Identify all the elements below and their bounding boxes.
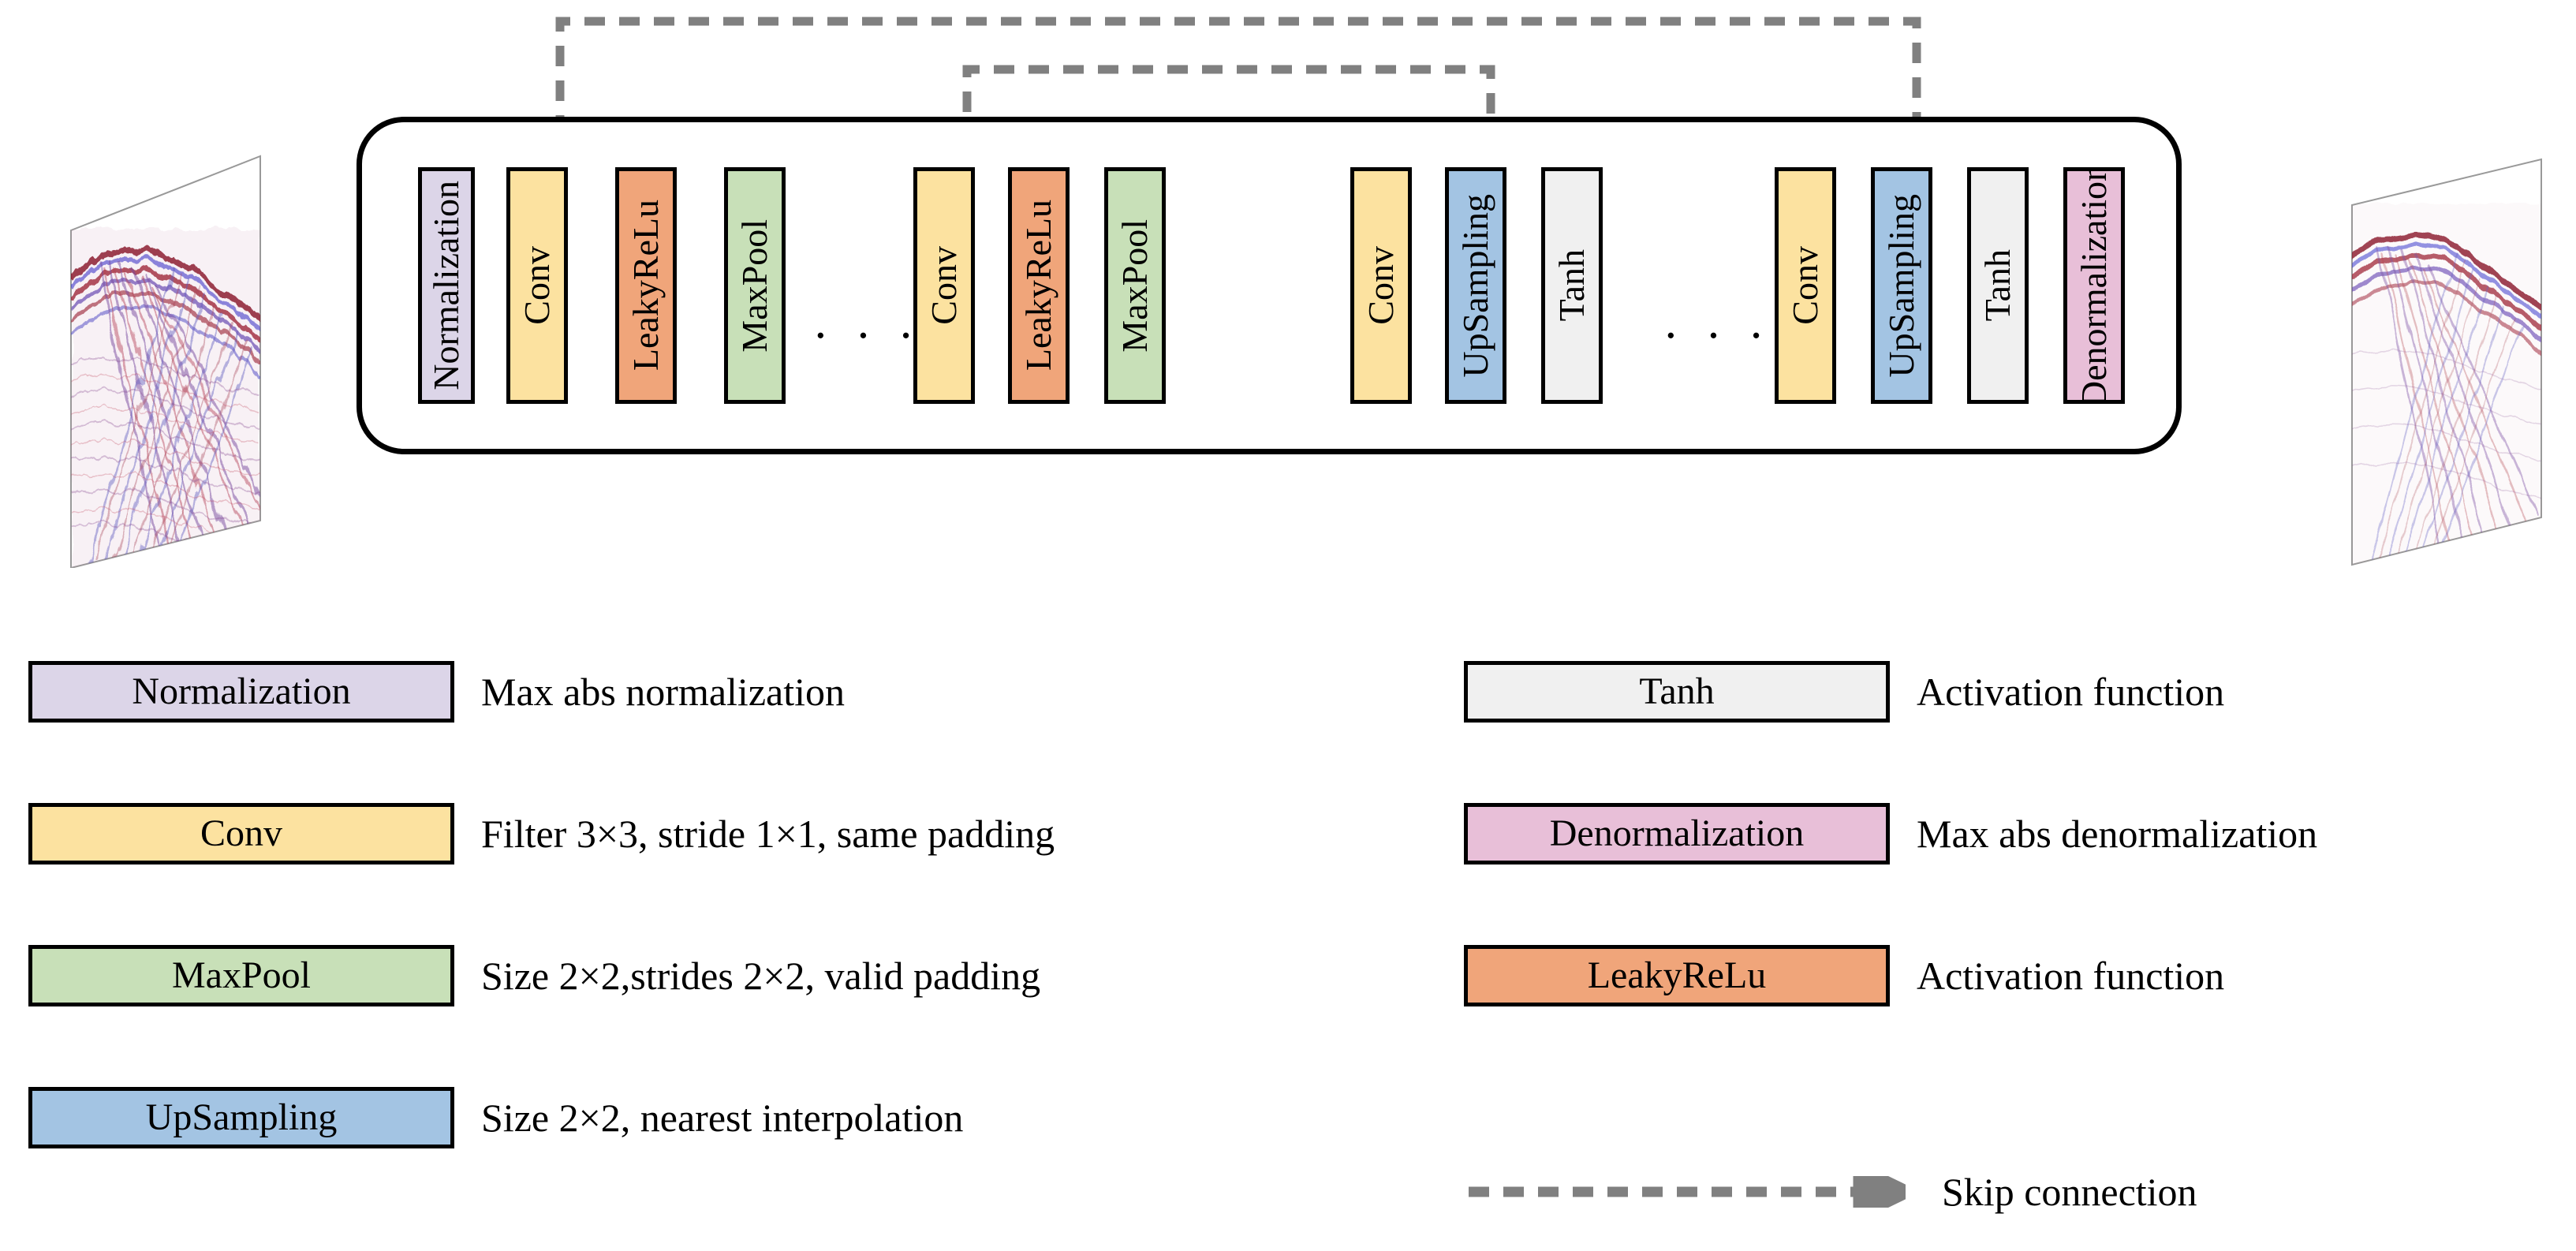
- input-seismic-section: [47, 126, 308, 568]
- layer-block-maxpool-2: MaxPool: [1104, 167, 1166, 404]
- legend-tanh-desc: Activation function: [1917, 670, 2225, 714]
- legend-skip-connection-desc: Skip connection: [1942, 1170, 2197, 1214]
- skip-connection-arrow-icon: [1469, 1176, 1906, 1208]
- layer-block-upsampling-2: UpSampling: [1871, 167, 1932, 404]
- legend-leakyrelu-swatch: LeakyReLu: [1464, 945, 1890, 1006]
- layer-block-label: LeakyReLu: [625, 200, 666, 372]
- legend-tanh-swatch: Tanh: [1464, 661, 1890, 723]
- layer-block-conv-4: Conv: [1775, 167, 1836, 404]
- legend-normalization-label: Normalization: [132, 670, 351, 712]
- legend-upsampling-row: UpSampling Size 2×2, nearest interpolatio…: [28, 1087, 963, 1148]
- layer-block-leakyrelu-1: LeakyReLu: [615, 167, 677, 404]
- layer-block-label: Tanh: [1551, 249, 1592, 322]
- layer-block-tanh-1: Tanh: [1541, 167, 1603, 404]
- legend-maxpool-row: MaxPool Size 2×2,strides 2×2, valid paddi…: [28, 945, 1040, 1006]
- legend-denormalization-desc: Max abs denormalization: [1917, 812, 2318, 856]
- layer-block-denormalization-1: Denormalization: [2063, 167, 2125, 404]
- layer-block-maxpool-1: MaxPool: [724, 167, 786, 404]
- layer-block-normalization-1: Normalization: [418, 167, 475, 404]
- legend-conv-desc: Filter 3×3, stride 1×1, same padding: [481, 812, 1055, 856]
- layer-block-label: Tanh: [1977, 249, 2018, 322]
- legend-normalization-desc: Max abs normalization: [481, 670, 845, 714]
- legend-conv-swatch: Conv: [28, 803, 454, 864]
- legend-leakyrelu-row: LeakyReLu Activation function: [1464, 945, 2224, 1006]
- layer-block-label: Conv: [924, 246, 964, 325]
- legend-denormalization-swatch: Denormalization: [1464, 803, 1890, 864]
- layer-block-upsampling-1: UpSampling: [1445, 167, 1506, 404]
- legend-upsampling-desc: Size 2×2, nearest interpolation: [481, 1096, 964, 1140]
- legend-leakyrelu-desc: Activation function: [1917, 954, 2225, 998]
- layer-block-label: LeakyReLu: [1018, 200, 1058, 372]
- layer-block-leakyrelu-2: LeakyReLu: [1008, 167, 1070, 404]
- layer-block-label: Conv: [1361, 246, 1401, 325]
- layer-block-conv-2: Conv: [913, 167, 975, 404]
- legend-maxpool-desc: Size 2×2,strides 2×2, valid padding: [481, 954, 1041, 998]
- legend-denormalization-row: Denormalization Max abs denormalization: [1464, 803, 2317, 864]
- layer-block-label: UpSampling: [1455, 193, 1495, 378]
- legend-maxpool-label: MaxPool: [171, 954, 311, 996]
- layer-block-label: Normalization: [426, 181, 466, 390]
- legend-normalization-swatch: Normalization: [28, 661, 454, 723]
- ellipsis-decoder-icon: · · ·: [1663, 309, 1771, 363]
- legend-normalization-row: Normalization Max abs normalization: [28, 661, 845, 723]
- legend-tanh-label: Tanh: [1639, 670, 1715, 712]
- legend-leakyrelu-label: LeakyReLu: [1587, 954, 1767, 996]
- layer-block-label: Denormalization: [2074, 167, 2114, 404]
- layer-block-label: MaxPool: [734, 218, 775, 353]
- legend-upsampling-swatch: UpSampling: [28, 1087, 454, 1148]
- legend-denormalization-label: Denormalization: [1549, 812, 1805, 854]
- ellipsis-encoder-icon: · · ·: [812, 309, 921, 363]
- layer-block-conv-3: Conv: [1350, 167, 1412, 404]
- layer-block-tanh-2: Tanh: [1967, 167, 2029, 404]
- legend-conv-label: Conv: [200, 812, 282, 854]
- legend-conv-row: Conv Filter 3×3, stride 1×1, same padding: [28, 803, 1055, 864]
- legend-tanh-row: Tanh Activation function: [1464, 661, 2224, 723]
- legend-upsampling-label: UpSampling: [145, 1096, 338, 1138]
- output-seismic-section: [2311, 126, 2571, 568]
- layer-block-label: Conv: [1785, 246, 1825, 325]
- layer-block-label: UpSampling: [1881, 193, 1921, 378]
- layer-block-label: Conv: [517, 246, 557, 325]
- legend-maxpool-swatch: MaxPool: [28, 945, 454, 1006]
- layer-block-conv-1: Conv: [506, 167, 568, 404]
- legend-skip-connection-row: Skip connection: [1464, 1172, 2197, 1212]
- layer-block-label: MaxPool: [1114, 218, 1155, 353]
